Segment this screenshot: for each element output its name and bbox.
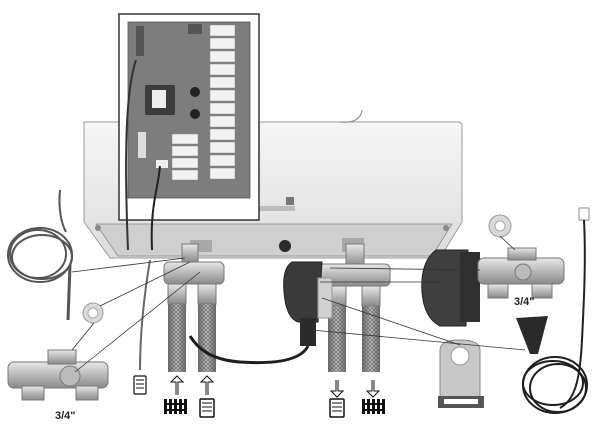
mixing-valve-left <box>7 349 109 401</box>
sensor-coil-symbol <box>133 375 147 395</box>
radiator-icon <box>362 399 385 414</box>
coil-icon <box>329 398 345 418</box>
flow-out-radiator-arrow <box>365 380 381 398</box>
relay-column <box>171 24 236 181</box>
valve-size-label-left: 3/4" <box>55 410 76 422</box>
leader-lines <box>71 235 526 373</box>
coil-icon <box>199 398 215 418</box>
flow-symbols <box>133 375 385 418</box>
mounting-bracket <box>438 339 484 408</box>
flow-out-coil-arrow <box>329 380 345 398</box>
left-valve-assembly <box>163 243 225 372</box>
valve-actuator <box>421 249 480 327</box>
flow-in-coil-arrow <box>199 375 215 395</box>
power-plug-cable <box>516 316 588 414</box>
control-board <box>118 13 260 251</box>
sensor-probe-left <box>139 259 151 371</box>
sensor-cable-coil <box>7 189 73 321</box>
sealing-ring-right <box>488 214 512 238</box>
flow-in-radiator-arrow <box>169 375 185 395</box>
valve-size-label-right: 3/4" <box>514 296 535 308</box>
connector-cable-right <box>559 207 590 409</box>
pump-center <box>188 261 333 365</box>
radiator-icon <box>164 399 187 414</box>
mixing-valve-right <box>477 247 565 299</box>
sealing-ring-left <box>82 302 104 324</box>
